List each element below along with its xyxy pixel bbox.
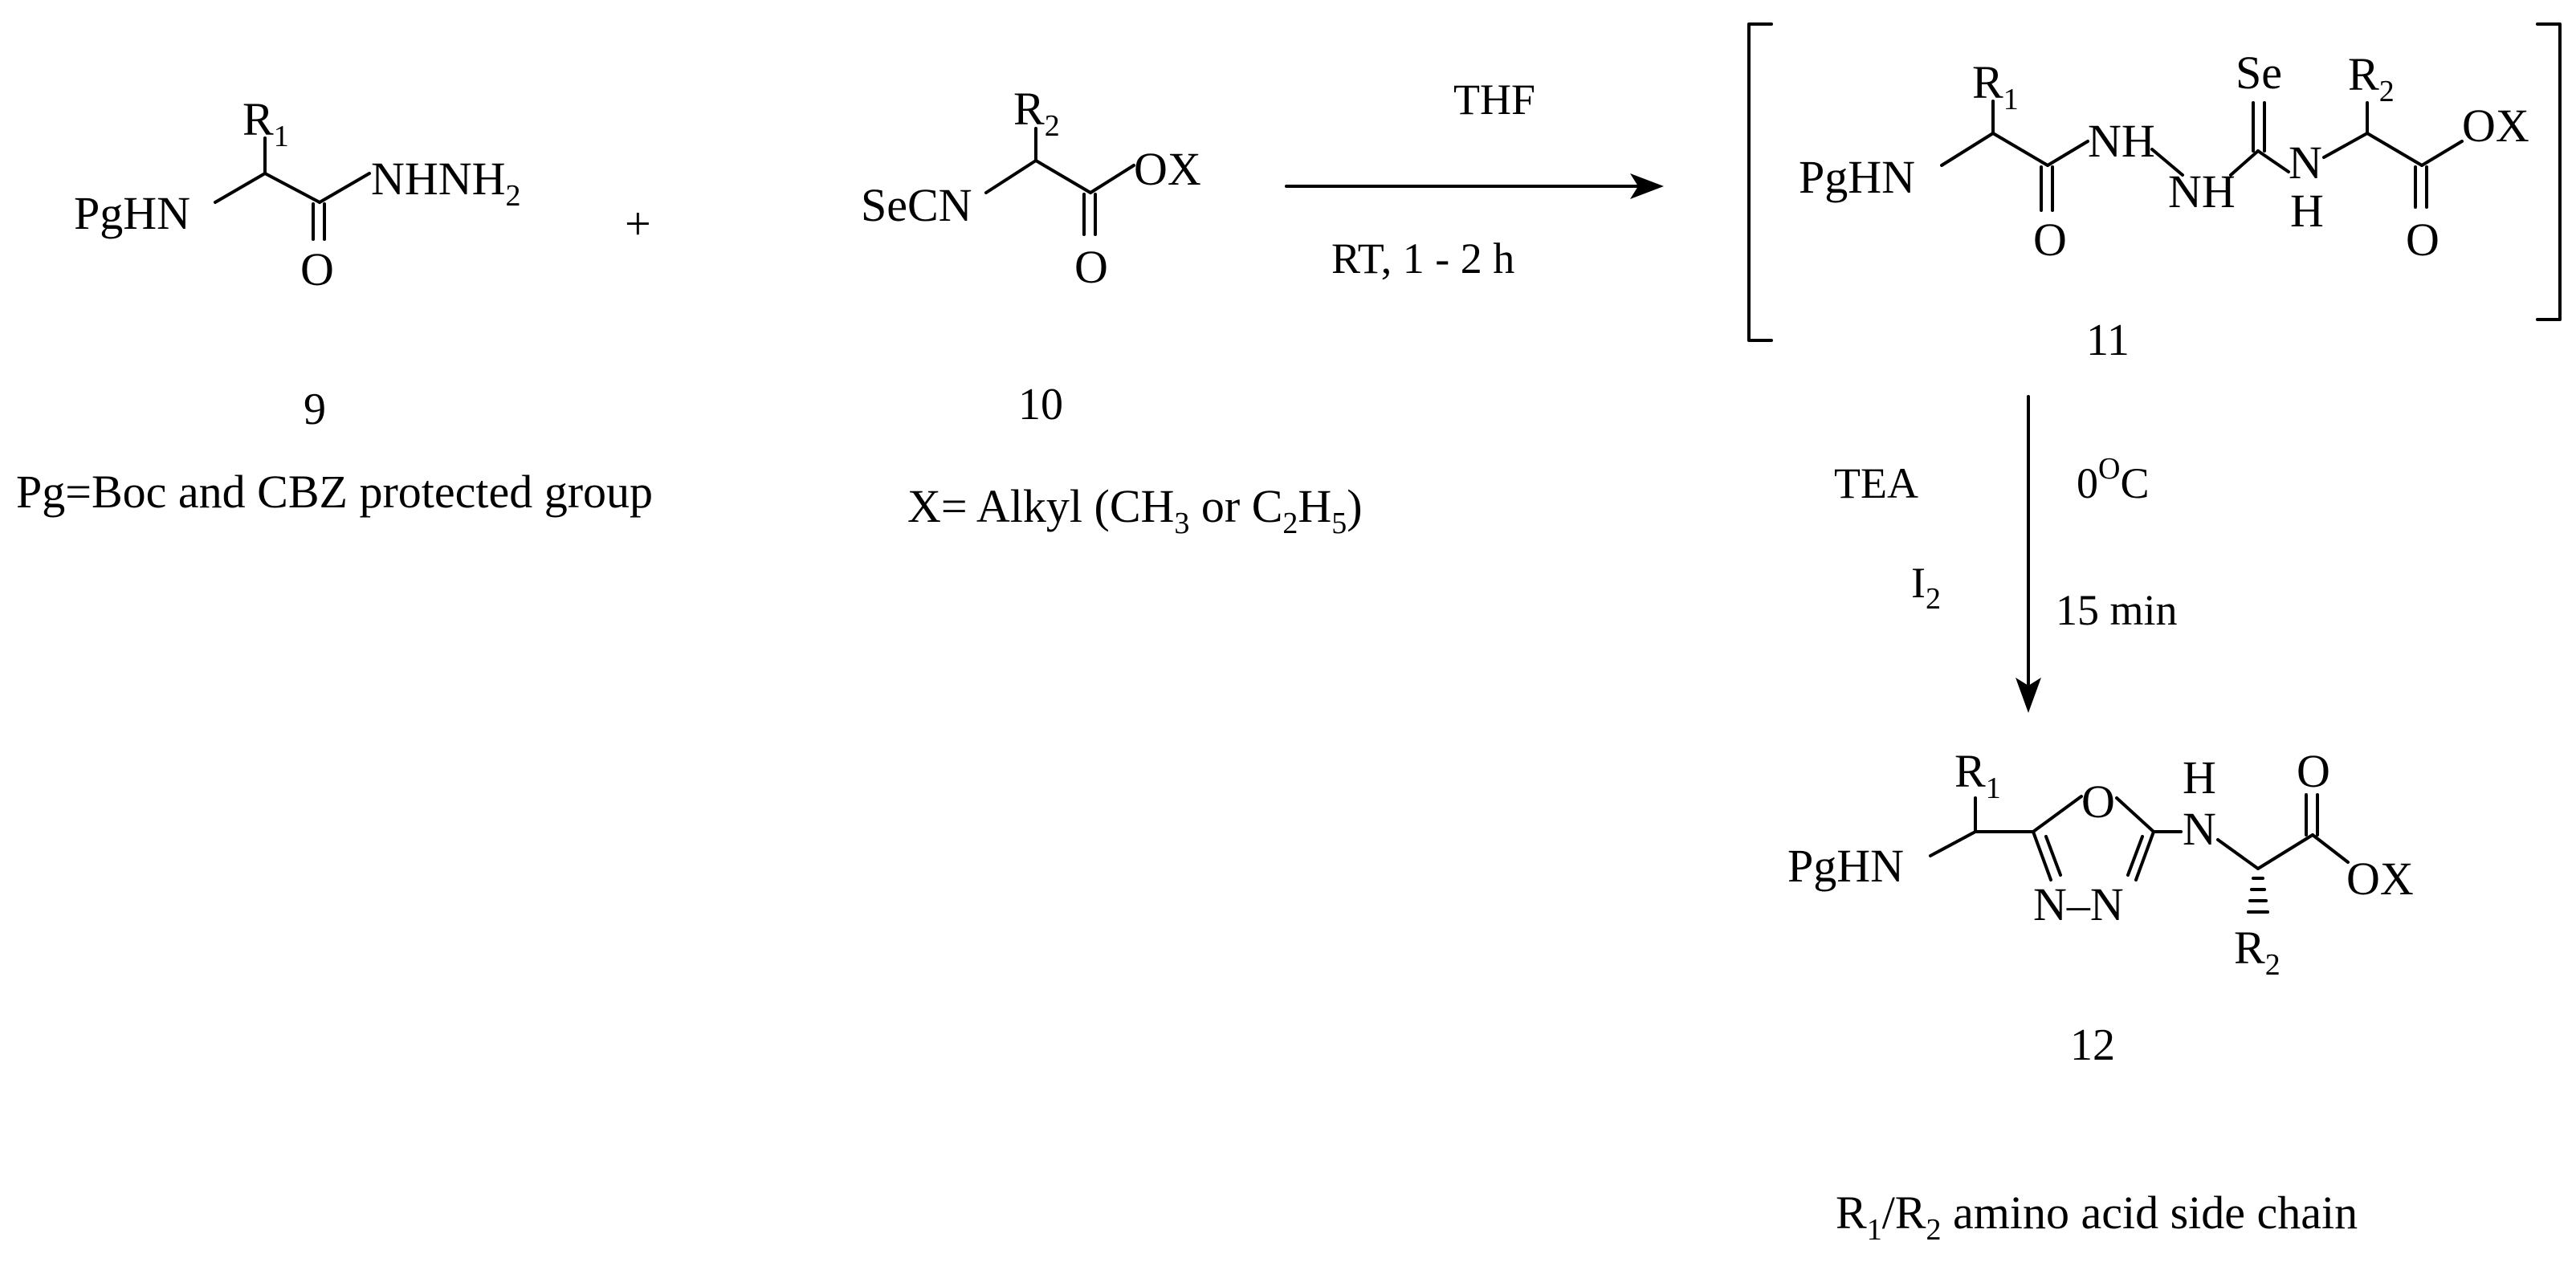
c12-ring-c5-n4-dbl — [2126, 835, 2144, 877]
c12-h: H — [2183, 751, 2216, 804]
c12-ring-o-c5 — [2115, 796, 2155, 833]
c9-bond-n-ca — [214, 172, 267, 204]
c12-ox: OX — [2346, 853, 2414, 905]
step1-arrow: THF RT, 1 - 2 h — [1285, 75, 1664, 283]
c11-se: Se — [2236, 47, 2282, 99]
c11-bond-n-ca2 — [2322, 132, 2369, 159]
c9-r1: R1 — [243, 93, 289, 153]
c12-o: O — [2297, 745, 2330, 797]
c12-bond-n-ca2 — [2216, 838, 2260, 870]
c12-ring-nn: N–N — [2033, 878, 2124, 930]
step2-arrow: TEA I2 0OC 15 min — [1834, 395, 2178, 713]
c12-r2: R2 — [2234, 922, 2280, 982]
c12-ring-c2-o — [2032, 795, 2083, 833]
c12-ring-o: O — [2081, 776, 2115, 828]
c11-n: N — [2289, 136, 2322, 189]
compound-10-number: 10 — [1018, 380, 1063, 429]
compound-12-structure: PgHN R1 O N–N H N R2 O OX — [1787, 745, 2414, 982]
compound-9-structure: PgHN R1 O NHNH2 — [74, 93, 521, 295]
c11-nh2: NH — [2168, 165, 2236, 218]
c10-bond-ca-co — [1034, 159, 1092, 194]
c11-bracket-right — [2536, 22, 2562, 321]
compound-9-number: 9 — [304, 385, 326, 434]
c12-r1: R1 — [1954, 745, 2001, 805]
compound-11-structure: PgHN R1 O NH NH Se N H R2 O OX — [1747, 22, 2562, 342]
c9-nhnh2: NHNH2 — [371, 153, 521, 213]
c10-ox: OX — [1134, 143, 1201, 195]
c12-bond-co-o — [2311, 833, 2350, 864]
c12-ring-c2-n3-dbl — [2044, 835, 2062, 877]
compound-11-number: 11 — [2086, 316, 2130, 365]
compound-12-number: 12 — [2070, 1020, 2115, 1070]
c12-n: N — [2183, 803, 2216, 855]
c12-ring-c5-n4 — [2134, 830, 2155, 881]
c11-o1: O — [2033, 214, 2067, 266]
c11-bond-nh-cse — [2229, 149, 2260, 177]
c11-bond-n-ca — [1940, 132, 1995, 167]
step2-temperature: 0OC — [2077, 452, 2149, 507]
c12-hashed-wedge — [2247, 877, 2269, 914]
step2-oxidant: I2 — [1911, 559, 1941, 616]
c10-r2: R2 — [1013, 83, 1060, 143]
c11-bracket-left — [1747, 22, 1773, 342]
c9-pghn: PgHN — [74, 187, 190, 239]
c11-bond-cse-n — [2256, 149, 2290, 173]
c11-pghn: PgHN — [1799, 151, 1915, 203]
c11-nh1: NH — [2088, 115, 2155, 167]
step1-conditions: RT, 1 - 2 h — [1331, 234, 1514, 283]
alkyl-note: X= Alkyl (CH3 or C2H5) — [907, 480, 1363, 540]
c11-bond-co-nh — [2046, 140, 2089, 167]
c12-bond-n-ca — [1929, 830, 1977, 857]
c10-o: O — [1074, 241, 1108, 293]
side-chain-note: R1/R2 amino acid side chain — [1836, 1187, 2358, 1247]
step2-time: 15 min — [2056, 586, 2178, 634]
step2-base: TEA — [1834, 459, 1918, 507]
protecting-group-note: Pg=Boc and CBZ protected group — [16, 466, 653, 518]
c10-bond-n-ca — [984, 159, 1037, 194]
c11-r2: R2 — [2348, 48, 2395, 108]
c10-bond-co-o — [1089, 164, 1135, 194]
c11-o2: O — [2406, 214, 2439, 266]
c11-bond-co2-o — [2420, 140, 2464, 167]
c11-bond-ca-co — [1991, 132, 2049, 167]
c9-o: O — [300, 243, 334, 295]
step2-arrowhead — [2016, 678, 2041, 713]
c10-secn: SeCN — [861, 179, 972, 231]
c11-ox: OX — [2462, 100, 2529, 152]
c11-bond-ca2-co — [2366, 132, 2423, 167]
c11-h: H — [2290, 185, 2324, 237]
c12-bond-ca2-co — [2256, 833, 2314, 870]
c9-bond-co-n — [318, 172, 371, 204]
c11-r1: R1 — [1972, 56, 2019, 116]
step1-reagent: THF — [1453, 75, 1535, 124]
compound-10-structure: SeCN R2 O OX — [861, 83, 1201, 293]
c11-bond-nh-nh — [2150, 148, 2184, 177]
step1-arrowhead — [1630, 173, 1664, 199]
c12-ring-c2-n3 — [2032, 830, 2052, 881]
c9-bond-ca-co — [263, 172, 321, 204]
plus-sign: + — [625, 197, 651, 250]
c12-pghn: PgHN — [1787, 840, 1904, 892]
